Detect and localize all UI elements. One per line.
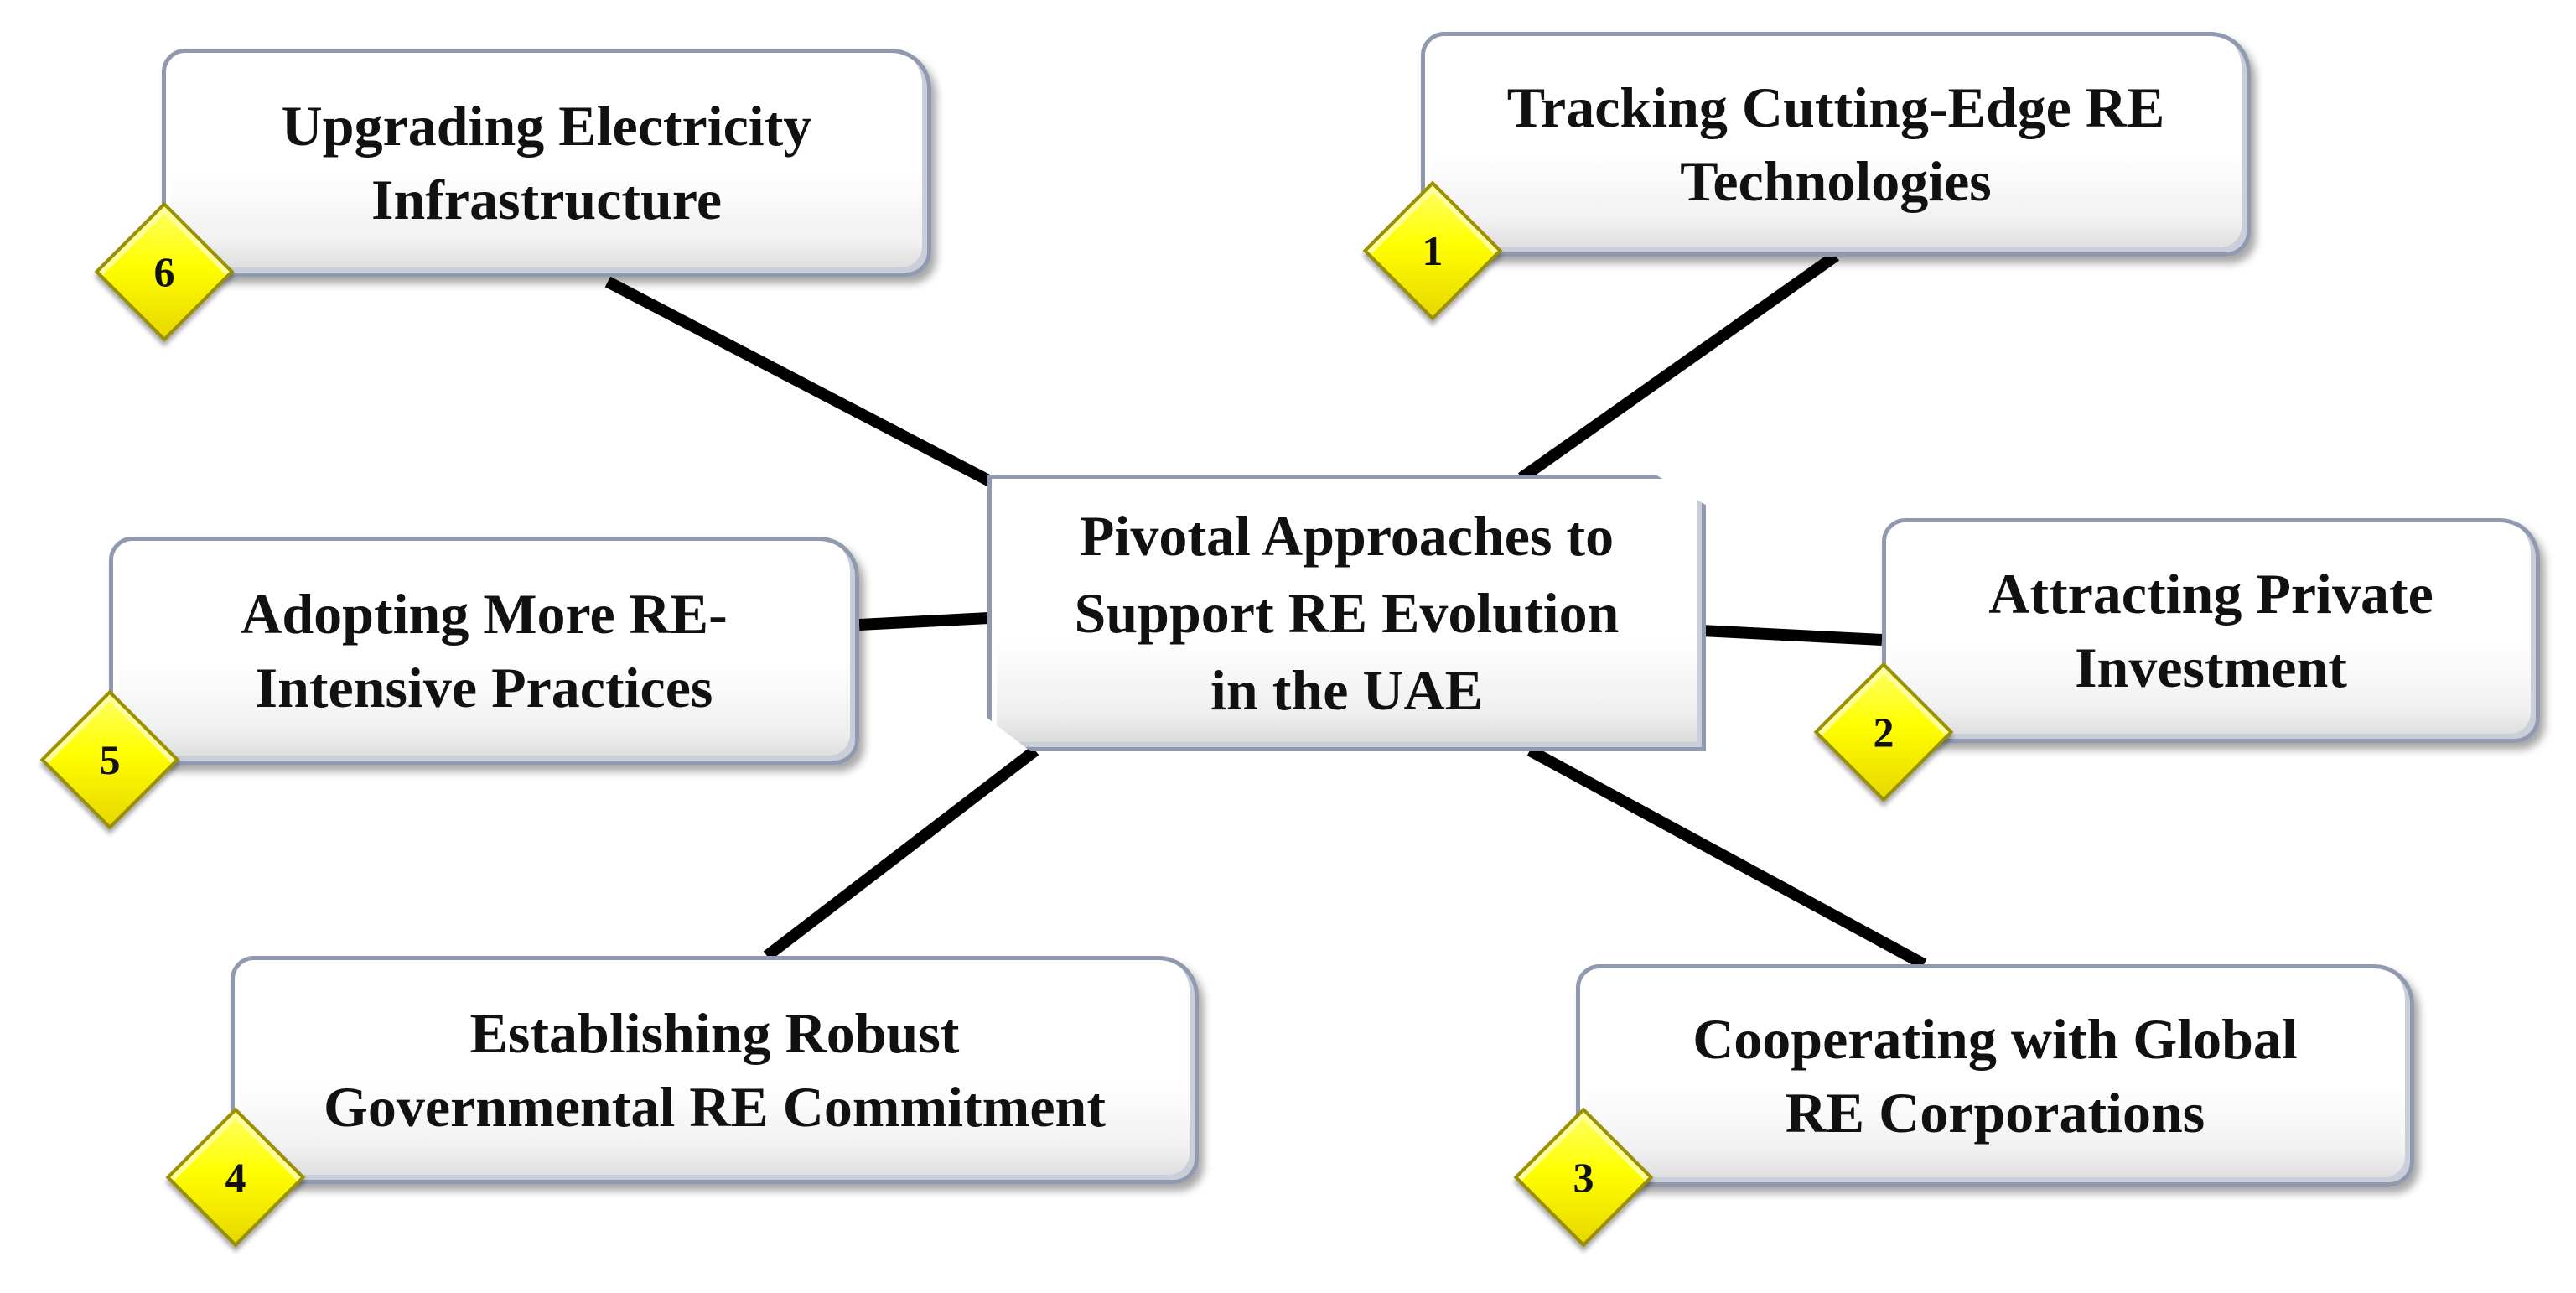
approach-box-3: Cooperating with Global RE Corporations [1576,964,2414,1187]
approach-label-4: Establishing Robust Governmental RE Comm… [324,996,1106,1144]
approach-box-4: Establishing Robust Governmental RE Comm… [231,956,1199,1184]
approach-3-line-2: RE Corporations [1785,1080,2205,1145]
approach-2-line-1: Attracting Private [1988,562,2433,626]
central-topic-line-3: in the UAE [1210,658,1483,722]
approach-4-line-2: Governmental RE Commitment [324,1075,1106,1139]
badge-6-number: 6 [153,248,175,295]
approach-5-line-1: Adopting More RE- [241,582,728,646]
central-topic-line-2: Support RE Evolution [1074,581,1620,645]
connector-5 [858,612,990,631]
connector-6 [604,276,997,489]
approach-1-line-2: Technologies [1680,149,1992,213]
central-topic-box: Pivotal Approaches to Support RE Evoluti… [987,475,1706,751]
central-topic-label: Pivotal Approaches to Support RE Evoluti… [1075,497,1620,729]
approach-4-line-1: Establishing Robust [469,1001,960,1065]
badge-3-number: 3 [1573,1154,1594,1201]
connector-2 [1701,625,1883,646]
approach-box-1: Tracking Cutting-Edge RE Technologies [1421,32,2251,257]
badge-2-number: 2 [1873,709,1894,756]
central-topic-line-1: Pivotal Approaches to [1079,504,1615,568]
connector-4 [763,745,1039,961]
approach-6-line-2: Infrastructure [371,168,722,231]
connector-1 [1517,251,1840,483]
connector-3 [1526,745,1927,970]
badge-5-number: 5 [99,736,121,783]
badge-4-number: 4 [225,1154,246,1201]
approach-1-line-1: Tracking Cutting-Edge RE [1506,75,2165,139]
approach-label-3: Cooperating with Global RE Corporations [1692,1002,2298,1150]
approach-6-line-1: Upgrading Electricity [281,94,812,158]
approach-box-2: Attracting Private Investment [1882,518,2540,743]
approach-2-line-2: Investment [2075,636,2347,699]
approach-label-1: Tracking Cutting-Edge RE Technologies [1507,70,2165,218]
approach-label-5: Adopting More RE- Intensive Practices [241,577,728,724]
badge-1-number: 1 [1422,227,1443,274]
approach-3-line-1: Cooperating with Global [1692,1006,2298,1071]
approach-box-6: Upgrading Electricity Infrastructure [162,49,931,277]
approach-label-2: Attracting Private Investment [1988,557,2433,704]
approach-label-6: Upgrading Electricity Infrastructure [282,89,812,236]
approach-box-5: Adopting More RE- Intensive Practices [109,537,859,765]
approach-5-line-2: Intensive Practices [255,656,713,719]
